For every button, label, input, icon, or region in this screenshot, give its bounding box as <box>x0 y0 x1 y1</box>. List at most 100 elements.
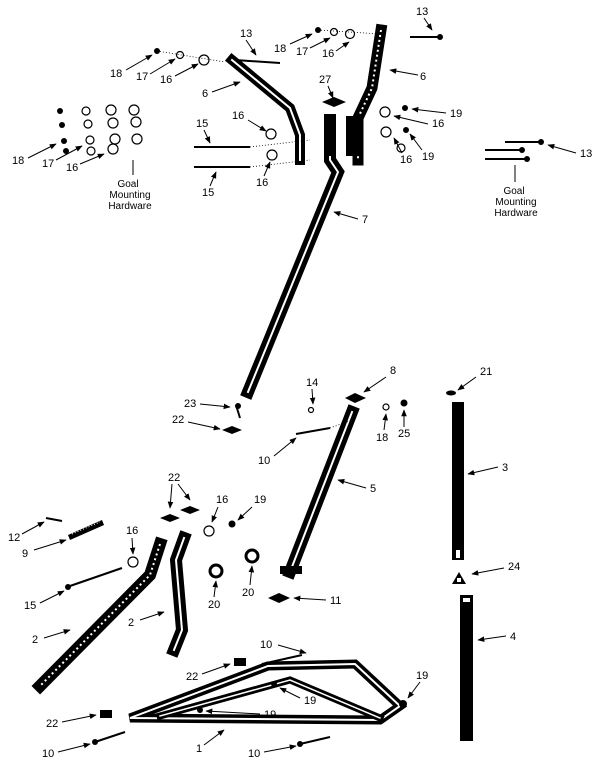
svg-text:22: 22 <box>186 671 198 683</box>
callouts: 13 18 17 16 13 18 17 16 6 6 27 15 16 15 … <box>8 6 592 760</box>
callout-7: 7 <box>333 211 368 226</box>
callout-12: 12 <box>8 521 45 544</box>
svg-text:10: 10 <box>258 455 270 467</box>
goal-mounting-hardware-left <box>57 104 143 175</box>
callout-16-n: 16 <box>126 525 138 555</box>
part-16-19-mid <box>203 520 236 537</box>
part-6-left-arm <box>224 52 305 165</box>
part-1-base-frame <box>128 659 408 725</box>
callout-16-l: 16 <box>66 153 105 174</box>
callout-15-a: 15 <box>196 118 211 144</box>
svg-text:22: 22 <box>172 414 184 426</box>
hardware-left-chain <box>154 48 226 66</box>
part-11-plate <box>268 593 290 603</box>
svg-text:15: 15 <box>196 118 208 130</box>
goal-mounting-hardware-right <box>485 139 544 182</box>
callout-6-right: 6 <box>389 68 426 83</box>
svg-text:18: 18 <box>110 68 122 80</box>
callout-3: 3 <box>467 462 508 476</box>
svg-text:18: 18 <box>274 43 286 55</box>
svg-text:19: 19 <box>450 108 462 120</box>
svg-text:16: 16 <box>126 525 138 537</box>
callout-13-top: 13 <box>416 6 433 31</box>
callout-9: 9 <box>22 539 67 560</box>
callout-15-c: 15 <box>24 590 65 612</box>
callout-18-l: 18 <box>12 143 57 167</box>
svg-text:17: 17 <box>136 71 148 83</box>
svg-text:17: 17 <box>42 158 54 170</box>
svg-text:4: 4 <box>510 631 516 643</box>
callout-19-e: 19 <box>407 670 428 699</box>
svg-text:6: 6 <box>202 88 208 100</box>
part-22-pad-upper <box>222 426 242 434</box>
svg-text:22: 22 <box>46 718 58 730</box>
svg-text:17: 17 <box>296 46 308 58</box>
callout-19-d: 19 <box>205 708 276 721</box>
callout-8: 8 <box>363 365 396 393</box>
part-19-base-nuts <box>197 681 407 713</box>
callout-27: 27 <box>319 74 334 99</box>
goal-mounting-hardware-caption-left: Goal Mounting Hardware <box>108 179 152 212</box>
hardware-13-bolt-top <box>410 34 443 40</box>
svg-text:5: 5 <box>370 483 376 495</box>
svg-text:16: 16 <box>432 118 444 130</box>
svg-text:24: 24 <box>508 561 520 573</box>
callout-24: 24 <box>471 561 520 576</box>
svg-text:13: 13 <box>580 148 592 160</box>
part-24-connector <box>452 572 466 584</box>
svg-text:10: 10 <box>42 748 54 760</box>
svg-text:10: 10 <box>248 748 260 760</box>
svg-text:12: 12 <box>8 532 20 544</box>
callout-6-left: 6 <box>202 81 241 100</box>
svg-text:20: 20 <box>242 587 254 599</box>
part-2-left-arm <box>31 536 168 695</box>
callout-10-c: 10 <box>42 742 91 760</box>
svg-text:11: 11 <box>330 595 341 607</box>
callout-2-b: 2 <box>128 611 165 629</box>
svg-text:8: 8 <box>390 365 396 377</box>
callout-13-mid: 13 <box>240 28 257 56</box>
callout-17-top: 17 <box>296 37 331 58</box>
callout-25: 25 <box>398 409 410 440</box>
part-23-bolt <box>235 403 241 419</box>
callout-4: 4 <box>477 631 516 643</box>
svg-text:22: 22 <box>168 472 180 484</box>
svg-text:7: 7 <box>362 214 368 226</box>
part-10-base-bolts <box>92 654 331 747</box>
callout-10-b: 10 <box>260 639 307 654</box>
svg-text:1: 1 <box>196 743 202 755</box>
callout-19-m: 19 <box>237 494 266 521</box>
svg-text:13: 13 <box>240 28 252 40</box>
part-20-washers <box>208 548 260 579</box>
svg-text:25: 25 <box>398 428 410 440</box>
svg-text:3: 3 <box>502 462 508 474</box>
part-12-9-bracket <box>45 517 104 540</box>
part-22-pads-mid <box>160 506 200 522</box>
svg-text:10: 10 <box>260 639 272 651</box>
part-6-right-arm <box>352 23 388 166</box>
svg-text:23: 23 <box>184 398 196 410</box>
callout-2-a: 2 <box>32 629 71 646</box>
callout-22-d: 22 <box>46 713 97 730</box>
callout-16-m: 16 <box>211 494 228 523</box>
callout-18-tl: 18 <box>110 54 153 80</box>
svg-text:15: 15 <box>202 187 214 199</box>
callout-18-top: 18 <box>274 33 313 55</box>
svg-text:16: 16 <box>322 48 334 60</box>
callout-13-r: 13 <box>547 144 592 160</box>
svg-text:13: 13 <box>416 6 428 18</box>
callout-22-c: 22 <box>186 663 231 683</box>
svg-text:16: 16 <box>400 154 412 166</box>
svg-text:16: 16 <box>256 177 268 189</box>
svg-text:14: 14 <box>306 377 318 389</box>
goal-mounting-hardware-caption-right: Goal Mounting Hardware <box>494 186 538 219</box>
part-5-upright <box>280 404 360 580</box>
callout-20-b: 20 <box>242 565 254 599</box>
svg-text:19: 19 <box>264 709 276 721</box>
svg-text:Goal: Goal <box>503 186 524 197</box>
callout-10-a: 10 <box>258 437 297 467</box>
callout-15-b: 15 <box>202 171 217 199</box>
callout-10-d: 10 <box>248 744 297 760</box>
callout-16-tl: 16 <box>160 63 199 86</box>
svg-text:16: 16 <box>232 110 244 122</box>
